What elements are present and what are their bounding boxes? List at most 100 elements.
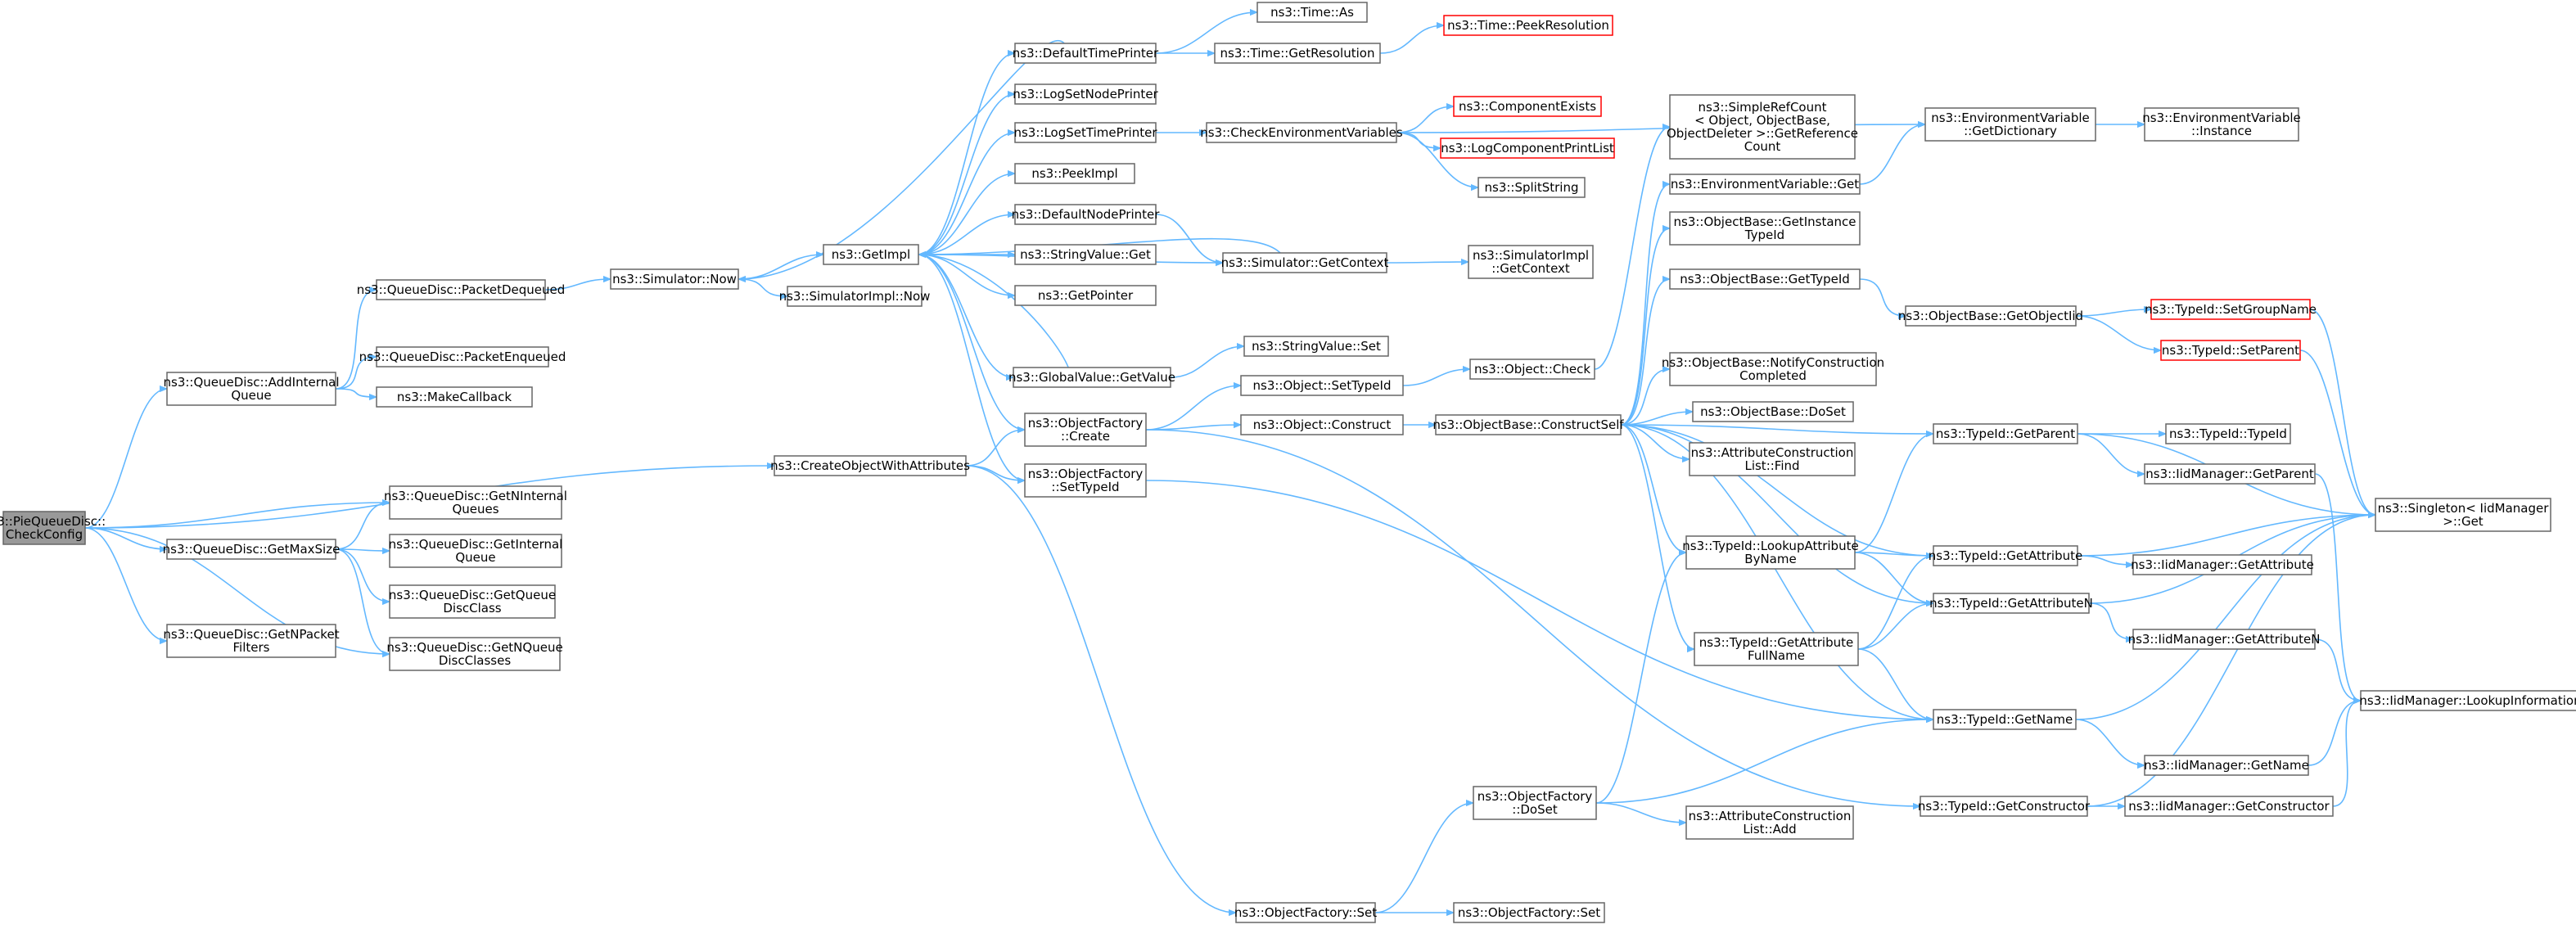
node-ofsettid[interactable]: ns3::ObjectFactory::SetTypeId — [1024, 463, 1147, 498]
node-box-ofset[interactable] — [1235, 902, 1376, 923]
node-box-tidgetparent[interactable] — [1933, 423, 2078, 444]
node-box-getinternal[interactable] — [389, 534, 562, 568]
node-obnotify[interactable]: ns3::ObjectBase::NotifyConstructionCompl… — [1662, 352, 1884, 386]
node-box-createobj[interactable] — [774, 455, 967, 476]
node-obgettid[interactable]: ns3::ObjectBase::GetTypeId — [1669, 268, 1861, 290]
node-ofset2[interactable]: ns3::ObjectFactory::Set — [1453, 902, 1605, 923]
node-box-objconstruct[interactable] — [1240, 414, 1404, 435]
node-ofcreate[interactable]: ns3::ObjectFactory::Create — [1024, 413, 1147, 447]
node-ofdoset[interactable]: ns3::ObjectFactory::DoSet — [1473, 786, 1597, 820]
node-box-envdict[interactable] — [1924, 107, 2096, 142]
node-box-timegetres[interactable] — [1214, 43, 1381, 64]
node-box-tidsetparent[interactable] — [2160, 340, 2301, 361]
node-timegetres[interactable]: ns3::Time::GetResolution — [1214, 43, 1381, 64]
node-box-timeas[interactable] — [1256, 2, 1368, 23]
node-simimplctx[interactable]: ns3::SimulatorImpl::GetContext — [1468, 245, 1594, 279]
node-box-getptr[interactable] — [1014, 285, 1157, 306]
node-peekimpl[interactable]: ns3::PeekImpl — [1014, 163, 1135, 184]
node-box-splitstr[interactable] — [1477, 177, 1586, 198]
node-pktenq[interactable]: ns3::QueueDisc::PacketEnqueued — [359, 346, 566, 368]
node-objsettid[interactable]: ns3::Object::SetTypeId — [1240, 375, 1404, 396]
node-box-ofcreate[interactable] — [1024, 413, 1147, 447]
node-timeas[interactable]: ns3::Time::As — [1256, 2, 1368, 23]
node-box-iidgetattrn[interactable] — [2132, 629, 2316, 650]
node-box-objsettid[interactable] — [1240, 375, 1404, 396]
node-box-obgetoid[interactable] — [1905, 305, 2077, 327]
node-objconstruct[interactable]: ns3::Object::Construct — [1240, 414, 1404, 435]
node-tidgetattrn[interactable]: ns3::TypeId::GetAttributeN — [1929, 593, 2093, 614]
node-defnode[interactable]: ns3::DefaultNodePrinter — [1012, 204, 1161, 225]
node-box-tidgetctor[interactable] — [1920, 796, 2088, 817]
node-simgetctx[interactable]: ns3::Simulator::GetContext — [1221, 252, 1389, 273]
node-box-compexists[interactable] — [1453, 96, 1602, 117]
node-construct[interactable]: ns3::ObjectBase::ConstructSelf — [1432, 414, 1624, 435]
node-getptr[interactable]: ns3::GetPointer — [1014, 285, 1157, 306]
node-logtime[interactable]: ns3::LogSetTimePrinter — [1013, 122, 1157, 143]
node-box-obgettid[interactable] — [1669, 268, 1861, 290]
node-box-iidgetparent[interactable] — [2144, 463, 2316, 485]
node-box-construct[interactable] — [1435, 414, 1622, 435]
node-box-simnow[interactable] — [610, 268, 739, 290]
node-tidgetname[interactable]: ns3::TypeId::GetName — [1933, 709, 2077, 730]
node-obgetoid[interactable]: ns3::ObjectBase::GetObjectIid — [1898, 305, 2083, 327]
node-box-simimplctx[interactable] — [1468, 245, 1594, 279]
node-iidgetattrn[interactable]: ns3::IidManager::GetAttributeN — [2128, 629, 2321, 650]
node-lognode[interactable]: ns3::LogSetNodePrinter — [1013, 83, 1159, 105]
node-objcheck[interactable]: ns3::Object::Check — [1469, 359, 1595, 380]
node-root[interactable]: ns3::PieQueueDisc::CheckConfig — [0, 511, 106, 545]
node-tidgetattr[interactable]: ns3::TypeId::GetAttribute — [1929, 545, 2082, 566]
node-box-getnpkt[interactable] — [166, 624, 336, 658]
node-box-deftime[interactable] — [1014, 43, 1157, 64]
node-getmaxsize[interactable]: ns3::QueueDisc::GetMaxSize — [163, 539, 341, 560]
node-box-simimplnow[interactable] — [787, 286, 923, 307]
node-simnow[interactable]: ns3::Simulator::Now — [610, 268, 739, 290]
node-box-getqdclass[interactable] — [389, 584, 556, 619]
node-pktdeq[interactable]: ns3::QueueDisc::PacketDequeued — [357, 279, 566, 300]
node-box-tidgetattrn[interactable] — [1933, 593, 2090, 614]
node-box-envinst[interactable] — [2144, 107, 2299, 142]
node-iidlookup[interactable]: ns3::IidManager::LookupInformation — [2359, 690, 2576, 711]
node-box-tidtid[interactable] — [2165, 423, 2291, 444]
node-createobj[interactable]: ns3::CreateObjectWithAttributes — [770, 455, 970, 476]
node-box-strset[interactable] — [1243, 336, 1389, 357]
node-box-obnotify[interactable] — [1669, 352, 1877, 386]
node-tidgetparent[interactable]: ns3::TypeId::GetParent — [1933, 423, 2078, 444]
node-box-tidfullname[interactable] — [1694, 632, 1859, 666]
node-box-getmaxsize[interactable] — [166, 539, 336, 560]
node-box-pktenq[interactable] — [376, 346, 549, 368]
node-box-iidgetname[interactable] — [2144, 755, 2309, 776]
node-box-checkenv[interactable] — [1206, 122, 1397, 143]
node-box-ofsettid[interactable] — [1024, 463, 1147, 498]
node-iidgetattr[interactable]: ns3::IidManager::GetAttribute — [2131, 554, 2314, 575]
node-box-getninternal[interactable] — [389, 485, 562, 520]
node-box-acfind[interactable] — [1689, 442, 1856, 476]
node-envinst[interactable]: ns3::EnvironmentVariable::Instance — [2142, 107, 2301, 142]
node-splitstr[interactable]: ns3::SplitString — [1477, 177, 1586, 198]
node-box-globalget[interactable] — [1013, 367, 1171, 388]
node-tidgetctor[interactable]: ns3::TypeId::GetConstructor — [1918, 796, 2091, 817]
node-box-peekres[interactable] — [1443, 15, 1613, 36]
node-box-tidsetgroup[interactable] — [2150, 299, 2311, 320]
node-box-peekimpl[interactable] — [1014, 163, 1135, 184]
node-strget[interactable]: ns3::StringValue::Get — [1014, 244, 1157, 265]
node-envdict[interactable]: ns3::EnvironmentVariable::GetDictionary — [1924, 107, 2096, 142]
node-box-simpleref[interactable] — [1669, 94, 1856, 160]
node-ofset[interactable]: ns3::ObjectFactory::Set — [1234, 902, 1377, 923]
node-makecb[interactable]: ns3::MakeCallback — [376, 386, 533, 408]
node-envget[interactable]: ns3::EnvironmentVariable::Get — [1669, 174, 1861, 195]
node-tidsetparent[interactable]: ns3::TypeId::SetParent — [2160, 340, 2301, 361]
node-logprint[interactable]: ns3::LogComponentPrintList — [1440, 138, 1615, 159]
node-box-ofdoset[interactable] — [1473, 786, 1597, 820]
node-box-logtime[interactable] — [1014, 122, 1157, 143]
node-deftime[interactable]: ns3::DefaultTimePrinter — [1013, 43, 1159, 64]
node-tidsetgroup[interactable]: ns3::TypeId::SetGroupName — [2145, 299, 2317, 320]
